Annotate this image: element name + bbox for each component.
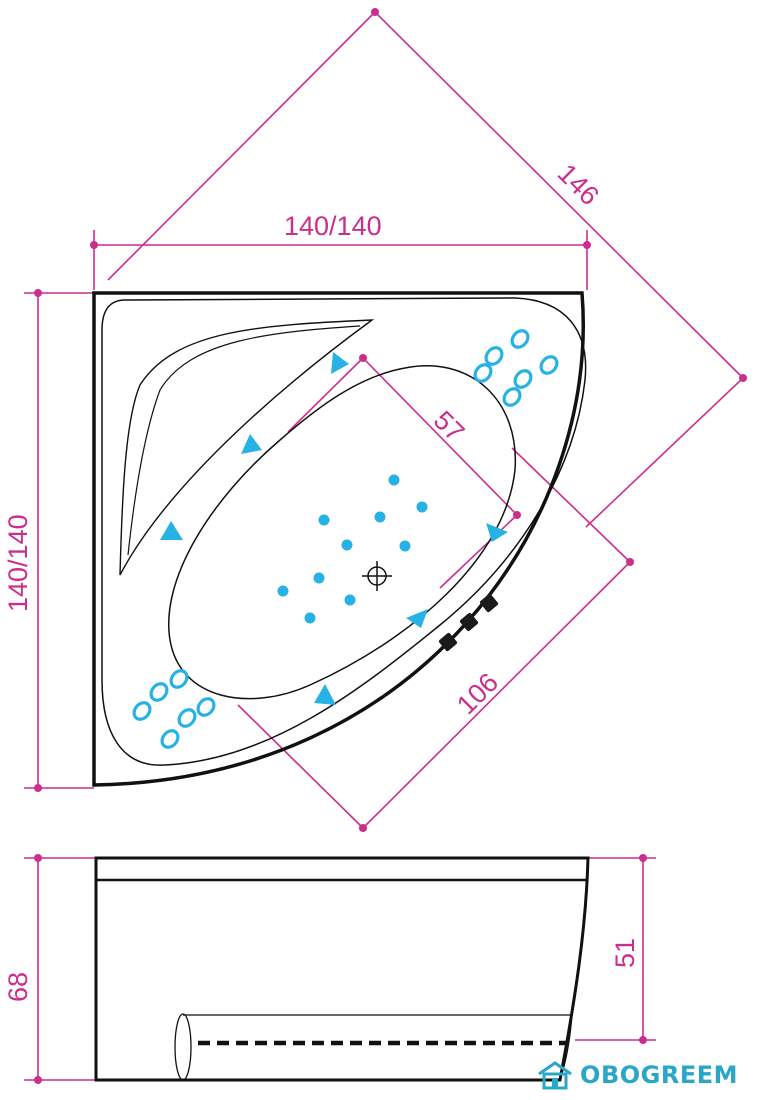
- massage-jets-bottom-left: [132, 669, 216, 749]
- dimension-left-height: 140/140: [3, 514, 33, 612]
- tub-side-view: [94, 856, 590, 1082]
- jet-arrow-icon: [331, 352, 349, 374]
- tub-top-view: [92, 291, 587, 787]
- jet-arrow-icon: [241, 434, 262, 454]
- jet-arrow-icon: [406, 609, 428, 628]
- brand-logo: OBOGREEM: [536, 1060, 738, 1090]
- dimension-inner-short: 57: [428, 405, 470, 447]
- jet-arrow-icon: [314, 684, 336, 705]
- dimension-top-width: 140/140: [284, 211, 382, 241]
- control-panel: [438, 593, 499, 652]
- house-icon: [538, 1061, 572, 1090]
- dimension-lines: [24, 8, 747, 1084]
- dimension-inner-long: 106: [451, 667, 504, 720]
- jet-arrow-icon: [486, 523, 508, 542]
- dimension-total-height: 68: [3, 972, 33, 1002]
- drain-icon: [362, 561, 392, 591]
- air-jets: [277, 474, 428, 624]
- massage-jets-top-right: [473, 329, 559, 407]
- dimension-diagonal: 146: [552, 158, 605, 211]
- dimension-inner-depth: 51: [610, 938, 640, 968]
- jet-arrow-icon: [160, 521, 183, 540]
- brand-name: OBOGREEM: [580, 1061, 738, 1089]
